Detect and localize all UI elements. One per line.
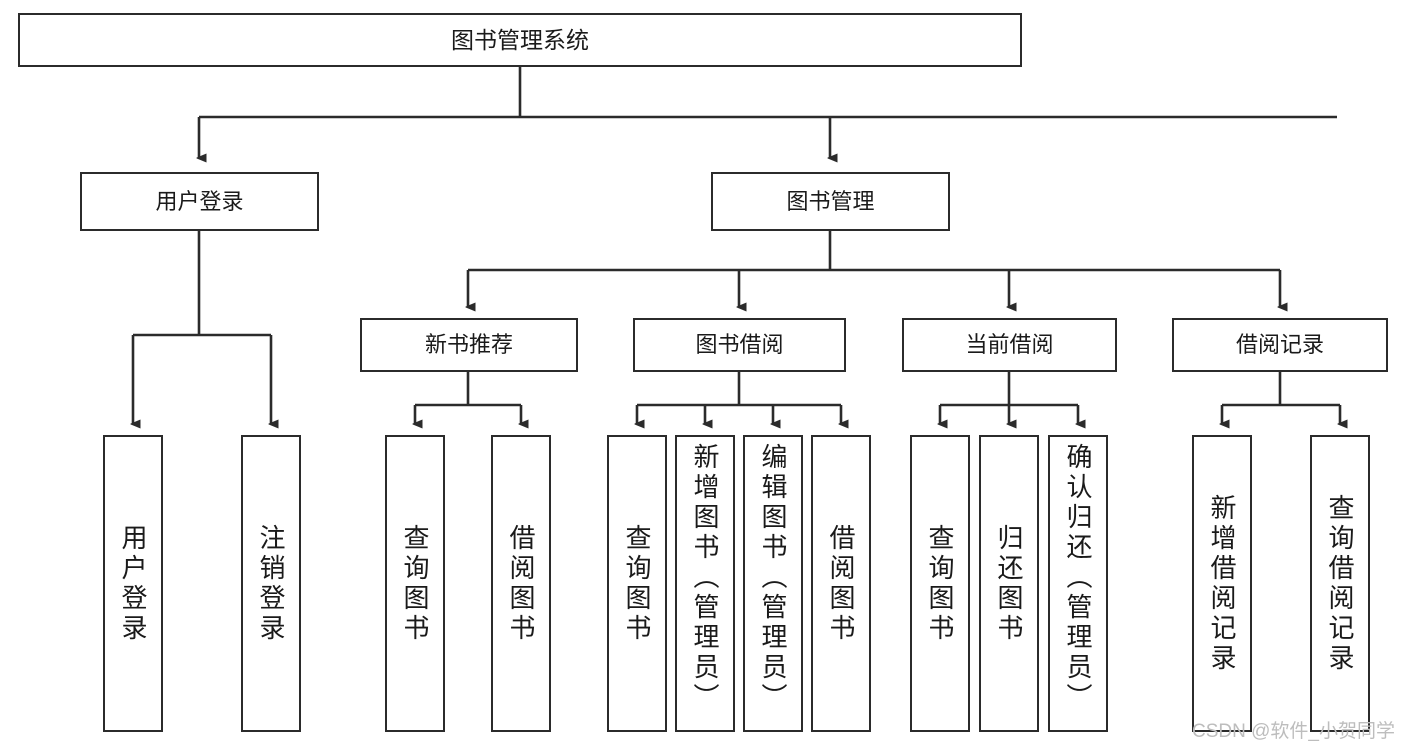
csdn-watermark: CSDN @软件_小贺同学 [1192,721,1395,742]
node-leaf-return-book-label: 归还图书 [994,523,1024,644]
node-user-login-label: 用户登录 [155,188,244,214]
node-leaf-query-record[interactable]: 查询借阅记录 [1310,435,1370,732]
node-book-borrow-label: 图书借阅 [695,332,784,358]
node-leaf-return-book[interactable]: 归还图书 [979,435,1039,732]
node-leaf-confirm-return[interactable]: 确认归还（管理员） [1048,435,1108,732]
node-new-book-rec[interactable]: 新书推荐 [360,318,578,372]
node-leaf-add-record-label: 新增借阅记录 [1207,493,1237,674]
node-leaf-query-book-2[interactable]: 查询图书 [607,435,667,732]
node-user-login[interactable]: 用户登录 [80,172,319,231]
node-leaf-borrow-book-2[interactable]: 借阅图书 [811,435,871,732]
node-leaf-user-login-label: 用户登录 [118,523,148,644]
node-leaf-query-book-2-label: 查询图书 [622,523,652,644]
node-leaf-query-book-1-label: 查询图书 [400,523,430,644]
node-leaf-edit-book-label: 编辑图书（管理员） [758,443,788,713]
node-leaf-add-book-label: 新增图书（管理员） [690,443,720,713]
node-leaf-logout-label: 注销登录 [256,523,286,644]
node-book-manage[interactable]: 图书管理 [711,172,950,231]
node-borrow-record[interactable]: 借阅记录 [1172,318,1388,372]
node-leaf-query-record-label: 查询借阅记录 [1325,493,1355,674]
node-leaf-query-book-3[interactable]: 查询图书 [910,435,970,732]
node-borrow-record-label: 借阅记录 [1235,332,1324,358]
node-leaf-edit-book[interactable]: 编辑图书（管理员） [743,435,803,732]
node-leaf-confirm-return-label: 确认归还（管理员） [1063,443,1093,713]
node-leaf-user-login[interactable]: 用户登录 [103,435,163,732]
node-leaf-add-record[interactable]: 新增借阅记录 [1192,435,1252,732]
node-new-book-rec-label: 新书推荐 [424,332,513,358]
node-leaf-query-book-1[interactable]: 查询图书 [385,435,445,732]
node-current-borrow-label: 当前借阅 [965,332,1054,358]
node-leaf-query-book-3-label: 查询图书 [925,523,955,644]
node-leaf-add-book[interactable]: 新增图书（管理员） [675,435,735,732]
node-book-borrow[interactable]: 图书借阅 [633,318,846,372]
node-leaf-logout[interactable]: 注销登录 [241,435,301,732]
node-leaf-borrow-book-1-label: 借阅图书 [506,523,536,644]
node-leaf-borrow-book-2-label: 借阅图书 [826,523,856,644]
node-book-manage-label: 图书管理 [786,188,875,214]
node-leaf-borrow-book-1[interactable]: 借阅图书 [491,435,551,732]
node-root-label: 图书管理系统 [451,26,589,53]
node-root[interactable]: 图书管理系统 [18,13,1022,67]
node-current-borrow[interactable]: 当前借阅 [902,318,1117,372]
